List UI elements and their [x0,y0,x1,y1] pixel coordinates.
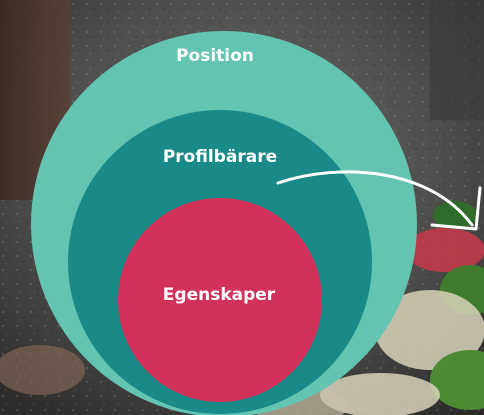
inner-circle-label: Egenskaper [162,285,276,305]
inner-circle [118,198,322,402]
arrow-curve [276,170,474,227]
middle-circle-label: Profilbärare [162,147,278,167]
arrow-head-icon [430,186,482,231]
outer-circle-label: Position [176,46,254,66]
